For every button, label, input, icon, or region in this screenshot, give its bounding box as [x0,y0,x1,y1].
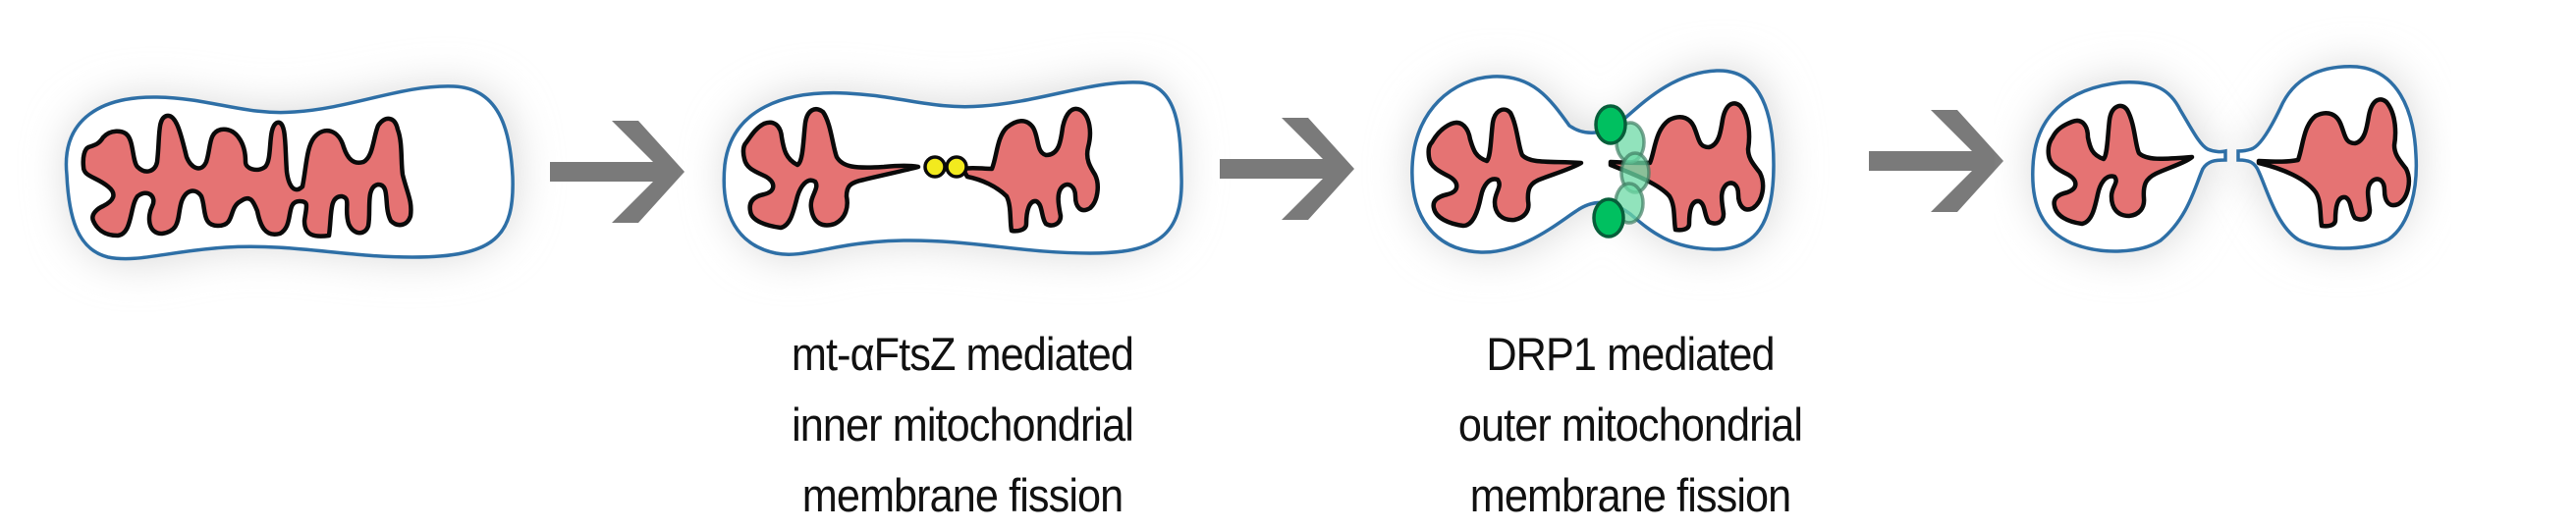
drp1-bottom [1592,197,1625,239]
caption-line: DRP1 mediated [1486,328,1775,380]
arrow-right-icon [550,121,685,223]
inner-membrane-right [2256,97,2411,229]
ftsz-ring-left [923,155,947,179]
caption-line: membrane fission [1469,469,1791,521]
ftsz-ring-right [945,155,968,179]
arrow-right-icon [1220,118,1354,220]
inner-membrane-cristae [81,113,413,239]
inner-membrane-right-half [959,106,1100,234]
stage-inner-membrane-constriction [722,80,1183,257]
caption-line: outer mitochondrial [1457,398,1803,451]
caption-line: inner mitochondrial [792,398,1134,451]
caption-line: membrane fission [801,469,1124,521]
arrow-right-icon [1869,110,2003,212]
stage-divided-mitochondria [2031,65,2419,254]
caption-inner-membrane-fission: mt-αFtsZ mediated inner mitochondrial me… [728,319,1197,531]
inner-membrane-left [2046,103,2195,227]
inner-membrane-left-half [740,107,921,231]
stage-intact-mitochondrion [64,84,516,262]
inner-membrane-right-half [1608,101,1766,233]
caption-outer-membrane-fission: DRP1 mediated outer mitochondrial membra… [1396,319,1865,531]
caption-line: mt-αFtsZ mediated [791,328,1134,380]
drp1-top [1594,104,1627,145]
inner-membrane-left-half [1426,107,1584,229]
stage-outer-membrane-constriction [1410,69,1778,254]
